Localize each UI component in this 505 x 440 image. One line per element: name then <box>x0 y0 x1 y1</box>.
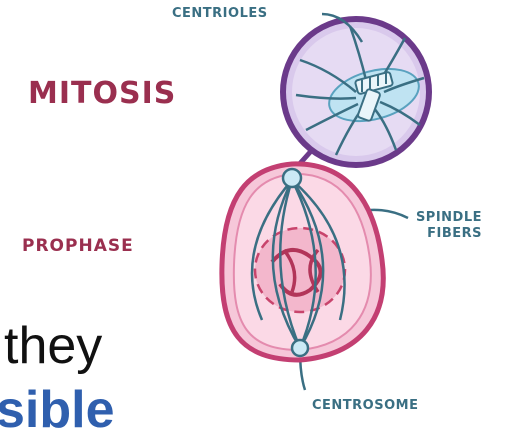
phase-label: PROPHASE <box>22 236 134 256</box>
spindle-fibers-label: SPINDLE FIBERS <box>412 210 482 242</box>
nucleus <box>255 228 345 312</box>
centrioles-zoom-circle <box>283 19 429 165</box>
slide-text-line-1: they <box>4 316 102 376</box>
centrioles-label: CENTRIOLES <box>172 6 268 21</box>
slide-text-line-2: sible <box>0 380 115 440</box>
centrosome-top <box>283 169 301 187</box>
centrosome-bottom <box>292 340 308 356</box>
diagram-title: MITOSIS <box>28 76 176 111</box>
centrosome-label: CENTROSOME <box>312 398 418 413</box>
